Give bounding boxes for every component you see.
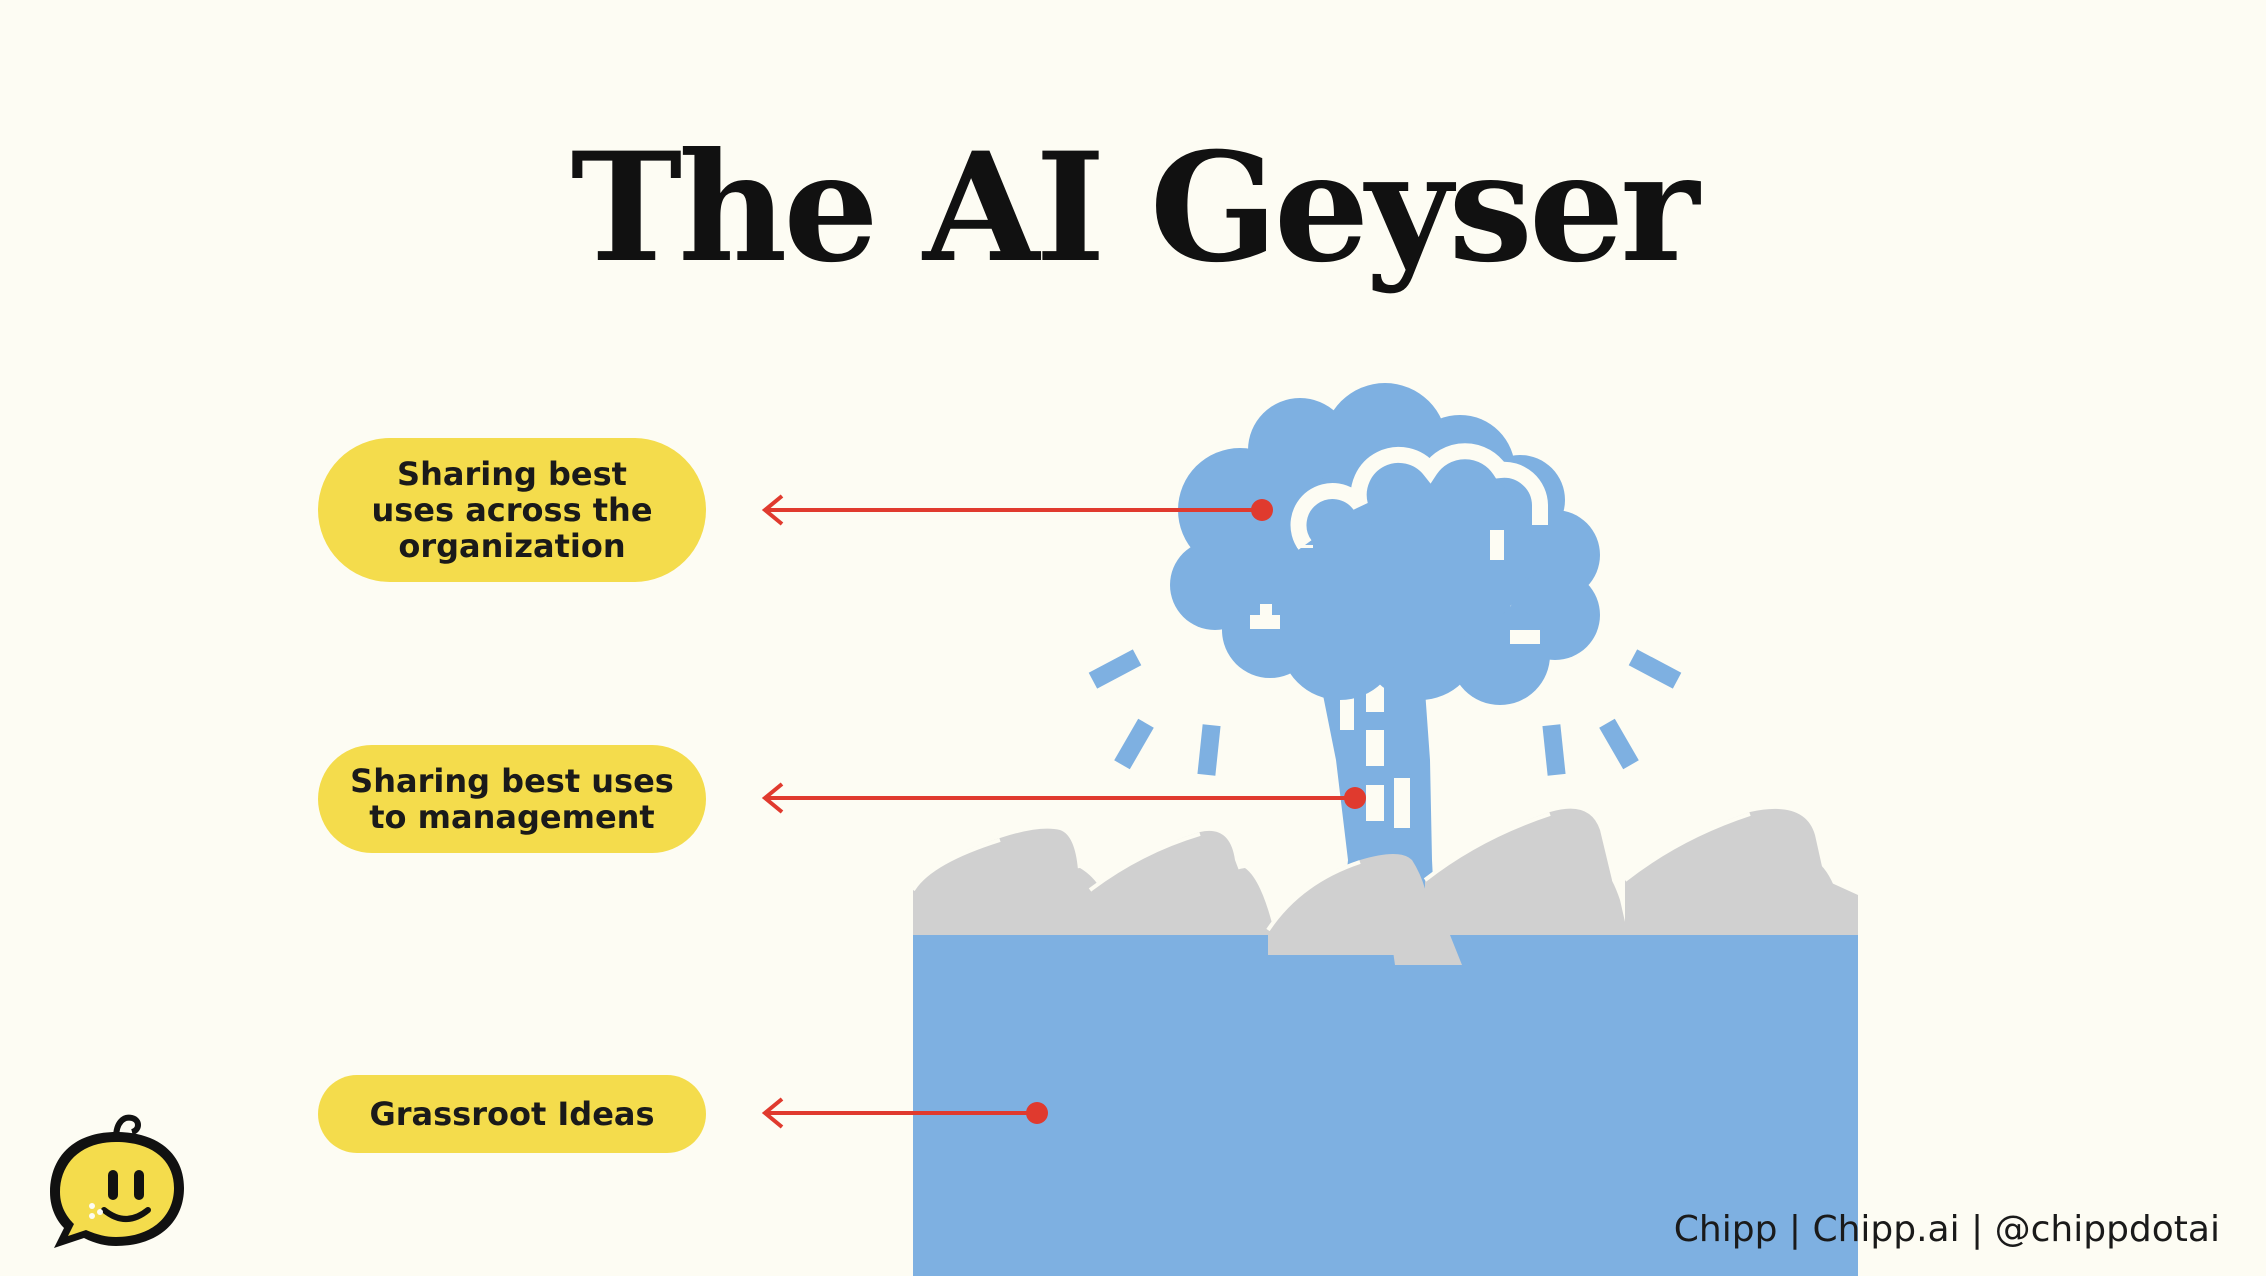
label-pill-management: Sharing best uses to management [318,745,706,853]
geyser-cloud [1170,383,1600,705]
label-pill-organization: Sharing best uses across the organizatio… [318,438,706,582]
arrows [761,494,1355,1129]
splash-droplets [1088,649,1682,776]
rock [1560,860,1628,935]
label-text: Sharing best uses across the organizatio… [371,455,653,565]
cloud-highlights [1260,443,1548,620]
arrow-dot [1344,787,1366,809]
footer-credits: Chipp | Chipp.ai | @chippdotai [1673,1209,2220,1250]
arrow-dot [1251,499,1273,521]
label-text: Sharing best uses to management [350,762,674,836]
arrow-dot [1026,1102,1048,1124]
left-arrow-icon [761,1097,1037,1129]
rock-highlights [911,812,1751,932]
cloud-notches [1250,530,1540,644]
rock [1210,868,1275,935]
label-text: Grassroot Ideas [369,1095,655,1133]
left-arrow-icon [761,782,1355,814]
chipp-mascot-icon [50,1114,184,1248]
underground-water [913,925,1858,1276]
label-pill-grassroot: Grassroot Ideas [318,1075,706,1153]
rock [1782,860,1845,935]
arrow-dots [1026,499,1366,1124]
slide-title: The AI Geyser [570,120,1700,296]
left-arrow-icon [761,494,1262,526]
column-highlights [1340,672,1410,828]
